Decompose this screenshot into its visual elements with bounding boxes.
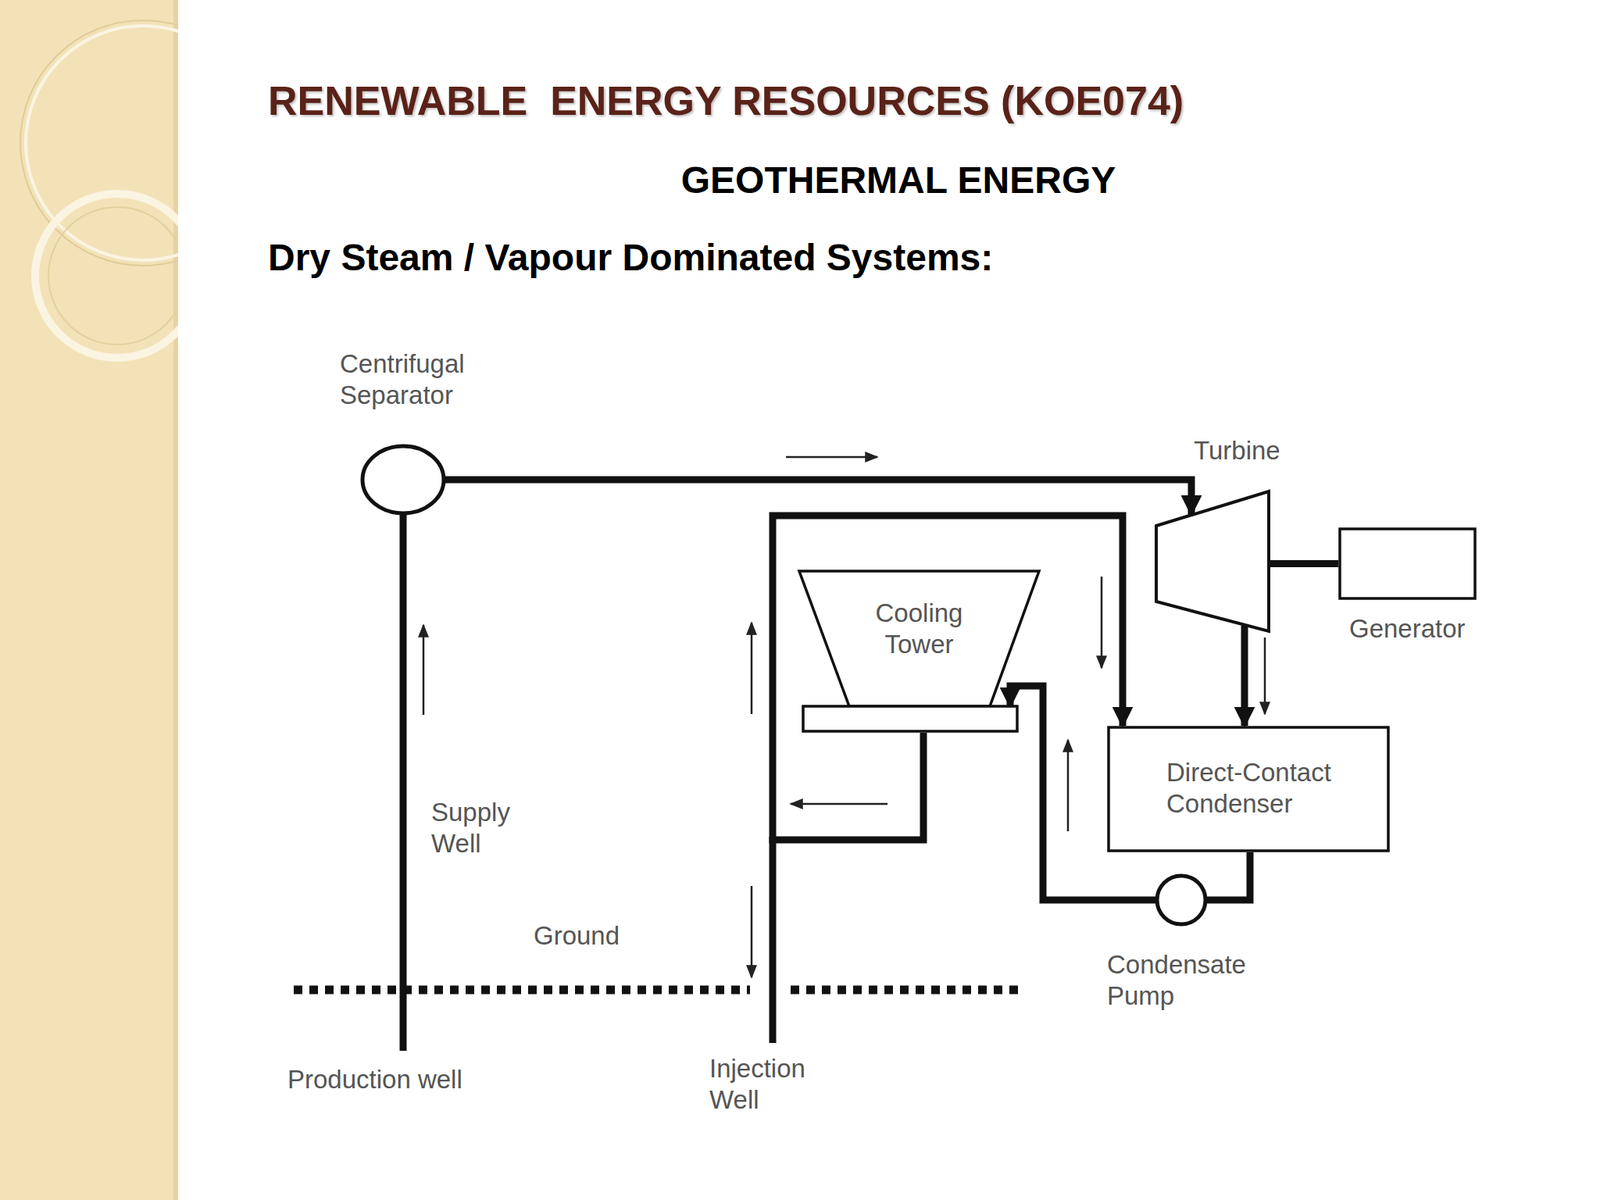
node-label: Generator bbox=[1349, 613, 1466, 645]
well-pipes bbox=[403, 511, 773, 1051]
generator-box-outline bbox=[1338, 527, 1477, 600]
cooling-tower: Cooling Tower bbox=[797, 569, 1041, 733]
pipe-connector bbox=[1206, 852, 1250, 900]
pipe-connector bbox=[1241, 625, 1249, 726]
turbine-symbol: Turbine bbox=[1154, 489, 1271, 633]
turbine-symbol-outline bbox=[1154, 489, 1271, 633]
node-label: Direct-Contact Condenser bbox=[1166, 757, 1362, 820]
condenser-box: Direct-Contact Condenser bbox=[1107, 725, 1390, 853]
pump-circle-outline bbox=[1154, 873, 1208, 927]
pipe-connector bbox=[444, 479, 1192, 515]
well-label: Production well bbox=[287, 1064, 463, 1096]
section-heading: GEOTHERMAL ENERGY bbox=[0, 158, 1600, 203]
node-label: Turbine bbox=[1193, 435, 1281, 467]
pipe-connector bbox=[1270, 560, 1339, 568]
well-label: Injection Well bbox=[709, 1053, 827, 1116]
pipe-connector bbox=[772, 515, 1123, 840]
separator-circle-outline bbox=[360, 443, 447, 516]
side-strip bbox=[0, 0, 179, 1200]
slide-title: RENEWABLE ENERGY RESOURCES (KOE074) bbox=[267, 76, 1184, 125]
generator-box: Generator bbox=[1338, 527, 1477, 600]
subsection-heading: Dry Steam / Vapour Dominated Systems: bbox=[267, 235, 993, 280]
node-label: Cooling Tower bbox=[858, 597, 980, 661]
node-label: Centrifugal Separator bbox=[339, 348, 497, 411]
ground-label: Ground bbox=[533, 920, 620, 952]
separator-circle: Centrifugal Separator bbox=[360, 443, 447, 516]
node-label: Condensate Pump bbox=[1107, 949, 1264, 1012]
ground-line bbox=[293, 985, 750, 995]
ground-line bbox=[790, 985, 1021, 995]
pipe-label: Supply Well bbox=[431, 796, 533, 860]
pump-circle: Condensate Pump bbox=[1154, 873, 1208, 927]
flow-arrows bbox=[423, 457, 1265, 978]
